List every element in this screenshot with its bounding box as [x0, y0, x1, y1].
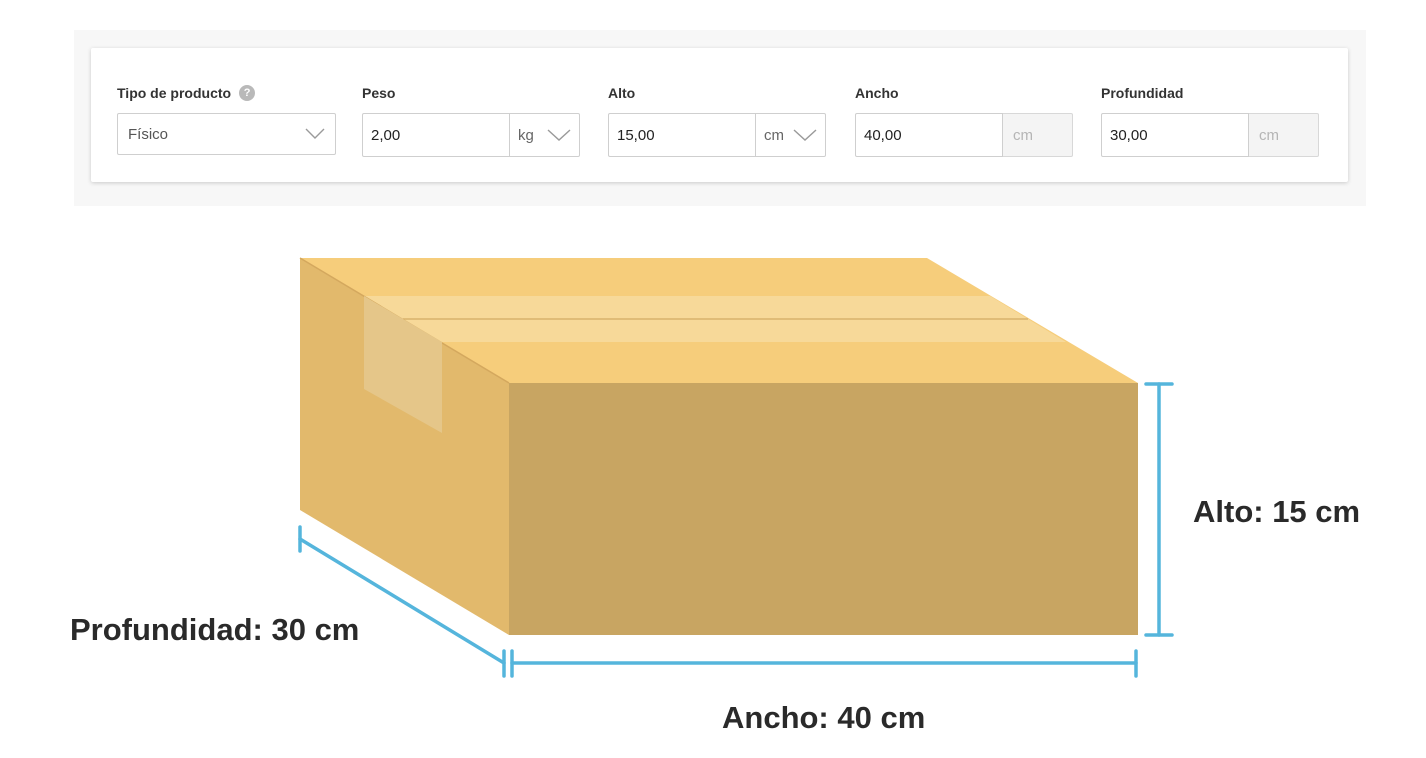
width-unit: cm — [1003, 113, 1073, 157]
depth-unit: cm — [1249, 113, 1319, 157]
height-unit-value: cm — [764, 126, 784, 144]
height-dimension-line — [1144, 382, 1174, 637]
height-field: Alto 15,00 cm — [608, 82, 826, 157]
chevron-down-icon — [547, 128, 571, 142]
width-field: Ancho 40,00 cm — [855, 82, 1073, 157]
weight-label: Peso — [362, 85, 396, 101]
height-input[interactable]: 15,00 — [608, 113, 756, 157]
help-icon[interactable]: ? — [239, 85, 256, 101]
box-side-tape — [364, 296, 442, 433]
chevron-down-icon — [305, 128, 325, 140]
width-dimension-label: Ancho: 40 cm — [722, 700, 926, 735]
width-dimension-line — [510, 649, 1138, 678]
dimensions-form-card: Tipo de producto ? Físico Peso 2,00 kg — [91, 48, 1348, 182]
product-type-field: Tipo de producto ? Físico — [117, 82, 336, 157]
depth-dimension-label: Profundidad: 30 cm — [70, 612, 360, 647]
weight-input[interactable]: 2,00 — [362, 113, 510, 157]
height-label: Alto — [608, 85, 636, 101]
product-type-label: Tipo de producto — [117, 85, 232, 101]
box-front — [509, 383, 1138, 635]
chevron-down-icon — [793, 128, 817, 142]
height-dimension-label: Alto: 15 cm — [1193, 494, 1361, 529]
width-input[interactable]: 40,00 — [855, 113, 1003, 157]
product-type-select[interactable]: Físico — [117, 113, 336, 155]
product-type-value: Físico — [128, 125, 169, 143]
weight-unit-select[interactable]: kg — [510, 113, 580, 157]
depth-input[interactable]: 30,00 — [1101, 113, 1249, 157]
depth-field: Profundidad 30,00 cm — [1101, 82, 1319, 157]
depth-dimension-line — [298, 525, 506, 678]
height-unit-select[interactable]: cm — [756, 113, 826, 157]
depth-label: Profundidad — [1101, 85, 1184, 101]
weight-field: Peso 2,00 kg — [362, 82, 580, 157]
width-label: Ancho — [855, 85, 899, 101]
weight-unit-value: kg — [518, 126, 534, 144]
